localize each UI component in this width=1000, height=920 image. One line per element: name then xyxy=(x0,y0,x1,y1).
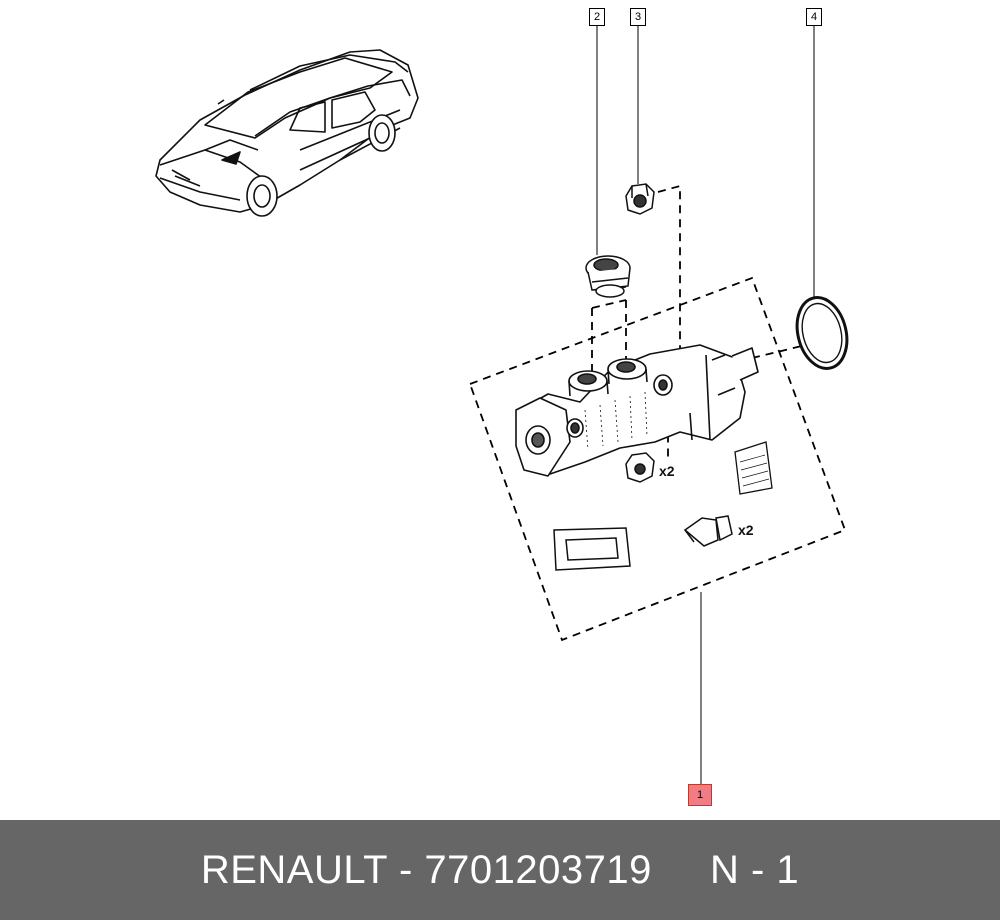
callout-4: 4 xyxy=(806,8,822,26)
spacer xyxy=(652,848,710,892)
callout-3: 3 xyxy=(630,8,646,26)
callout-1-highlighted: 1 xyxy=(688,784,712,806)
exploded-parts-diagram xyxy=(155,25,849,784)
grease-sachet xyxy=(553,527,631,571)
footer-text: RENAULT - 7701203719 N - 1 xyxy=(201,848,799,893)
bleed-screw xyxy=(683,515,733,547)
instruction-leaflet xyxy=(734,441,773,495)
grommet-part-2 xyxy=(585,255,631,298)
brand-name: RENAULT xyxy=(200,847,388,892)
car-illustration xyxy=(155,49,419,217)
nut-part-3 xyxy=(625,183,655,215)
part-number: 7701203719 xyxy=(424,847,652,892)
part-info-footer: RENAULT - 7701203719 N - 1 xyxy=(0,820,1000,920)
callout-2: 2 xyxy=(589,8,605,26)
leader-lines xyxy=(596,25,815,784)
nut-quantity-label: x2 xyxy=(659,463,675,479)
kit-boundary xyxy=(468,184,847,642)
separator: - xyxy=(387,847,425,892)
master-cylinder-part-1 xyxy=(515,344,759,477)
bleed-screw-quantity-label: x2 xyxy=(738,522,754,538)
diagram-position: N - 1 xyxy=(709,847,800,892)
nut-kit xyxy=(625,452,655,483)
seal-ring-part-4 xyxy=(795,296,849,370)
